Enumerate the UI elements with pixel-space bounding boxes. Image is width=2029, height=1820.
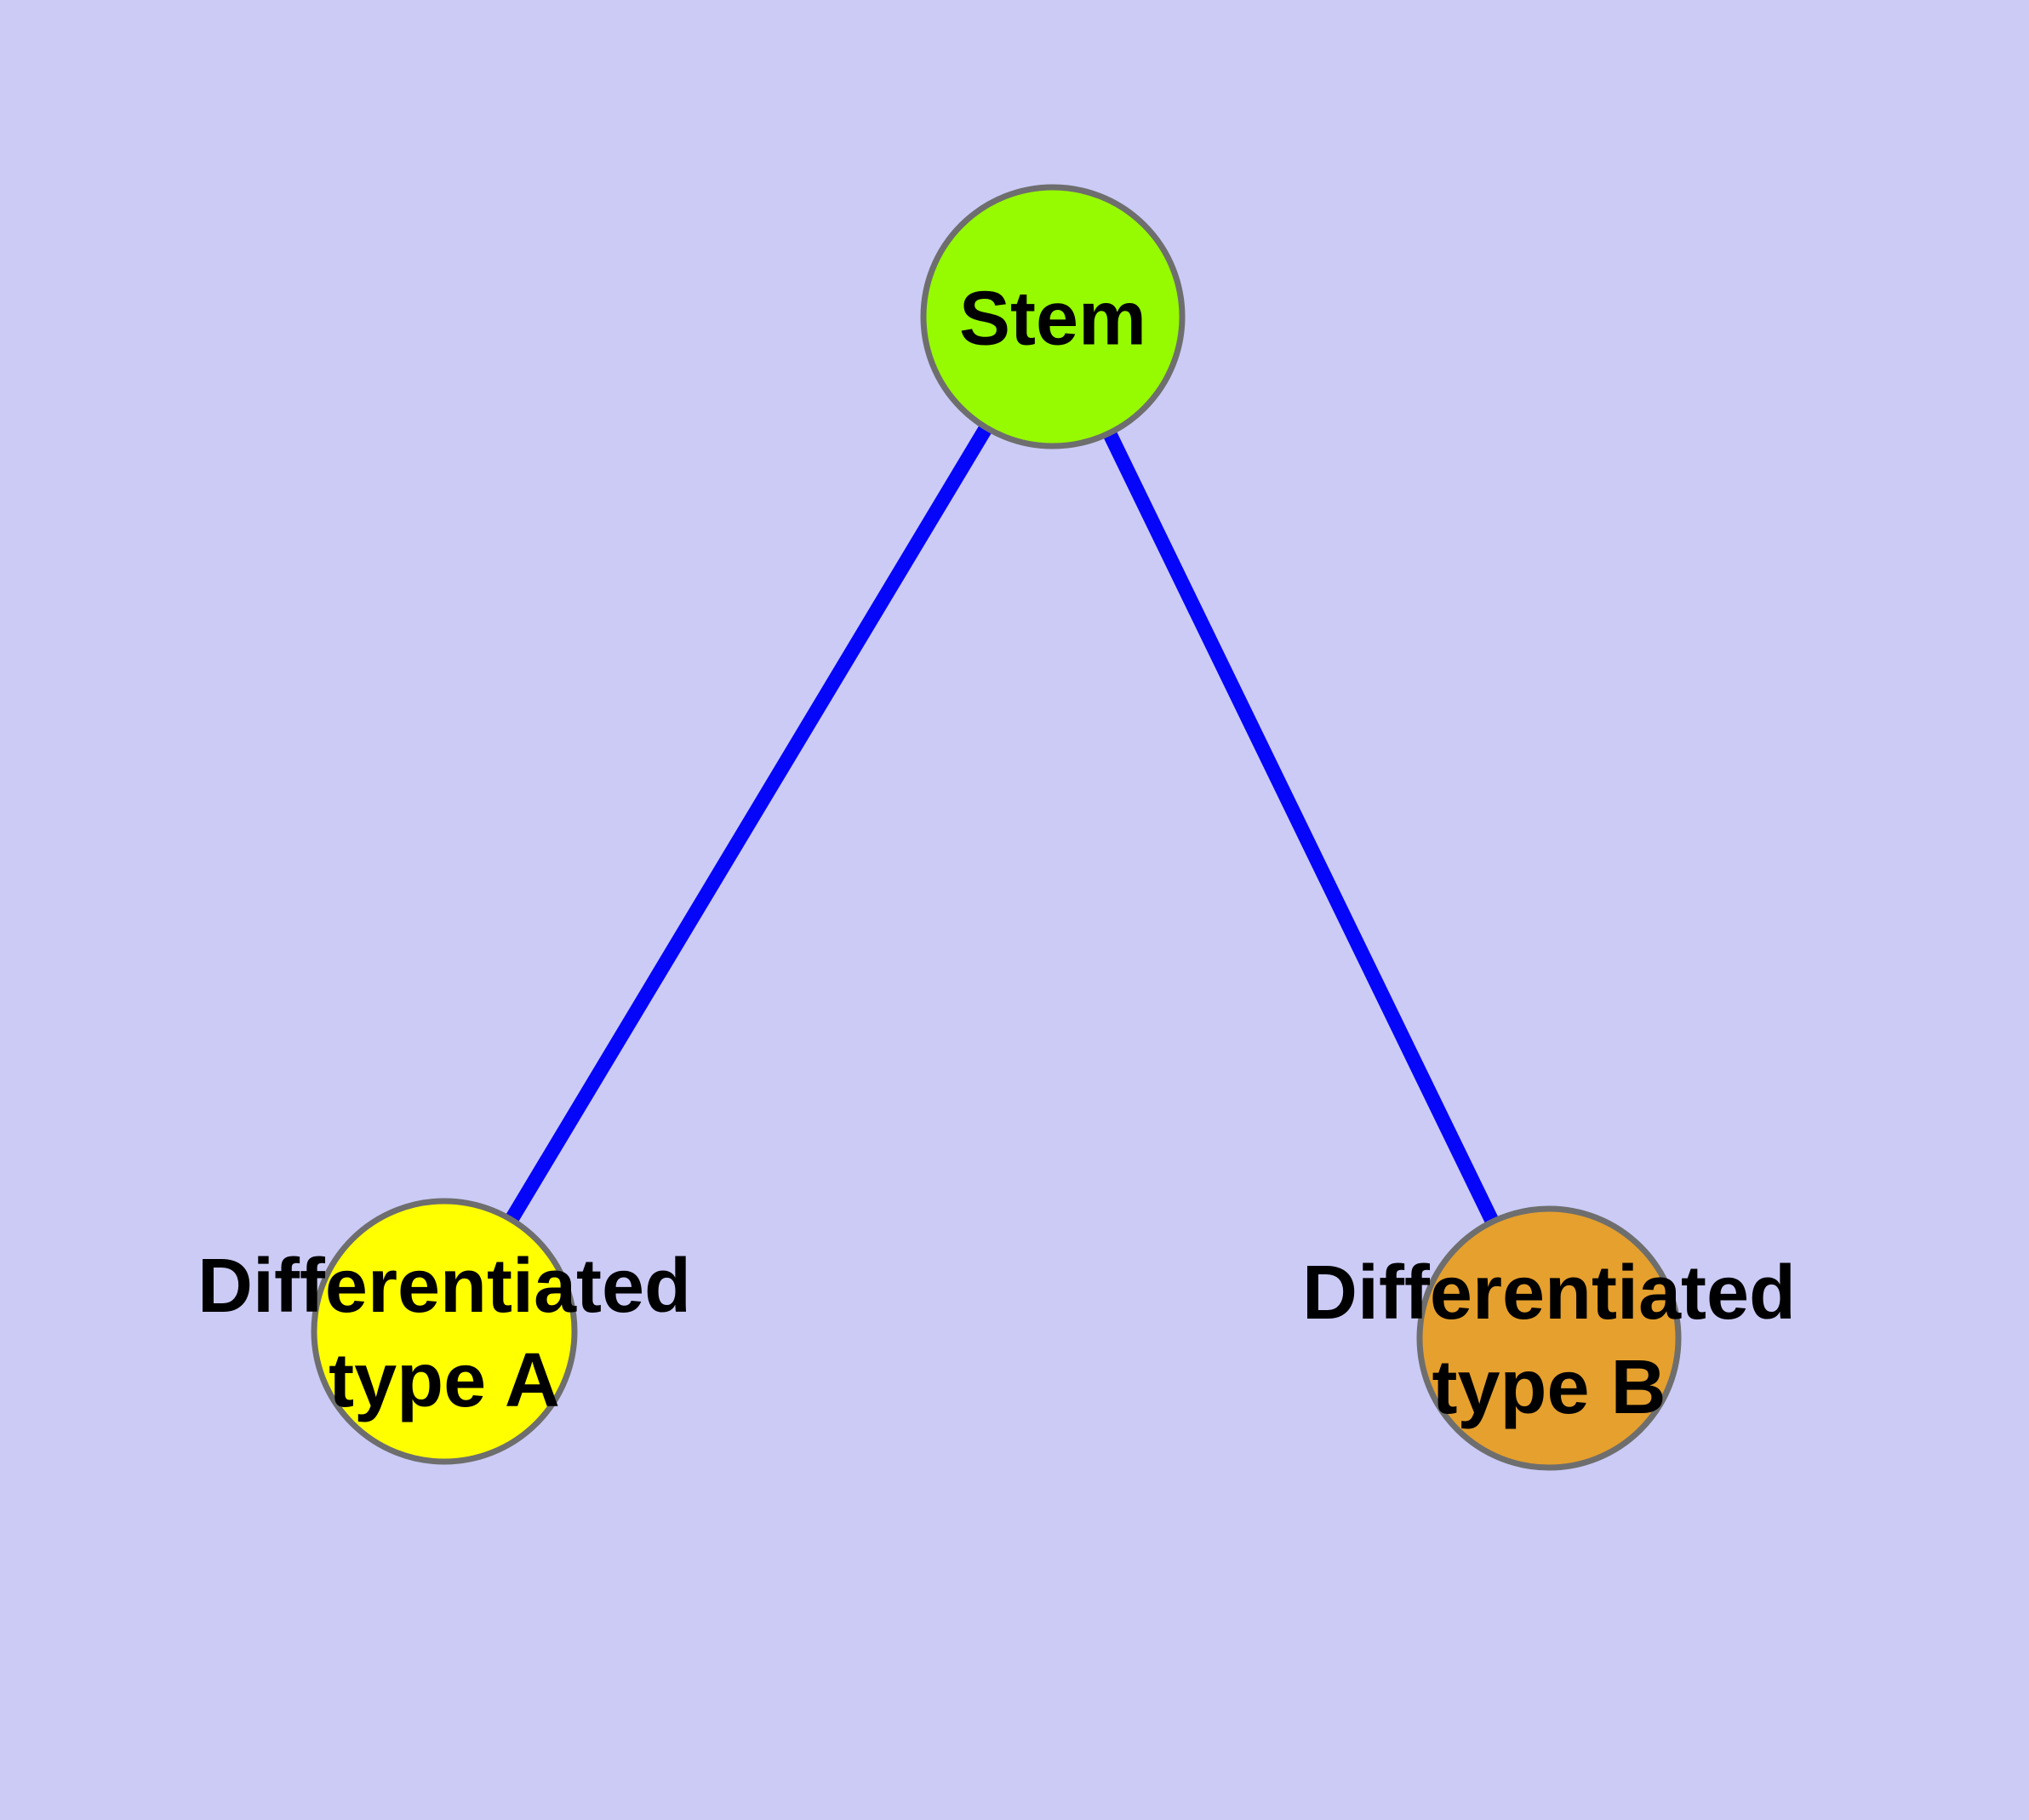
- nodes-layer: [311, 184, 1682, 1471]
- node-stem-label: Stem: [959, 277, 1146, 362]
- node-differentiated-type-b-label: Differentiated type B: [1302, 1251, 1796, 1430]
- node-stem-circle: [920, 184, 1186, 449]
- label-line: type B: [1432, 1345, 1666, 1430]
- edge-stem-to-differentiated-type-a: [437, 312, 1060, 1336]
- edge-stem-to-differentiated-type-b: [1046, 313, 1556, 1342]
- node-differentiated-type-b-circle: [1416, 1205, 1682, 1471]
- node-differentiated-type-a-label: Differentiated type A: [197, 1244, 691, 1423]
- label-line: Differentiated: [197, 1244, 691, 1329]
- label-line: type A: [329, 1338, 560, 1423]
- label-line: Stem: [959, 277, 1146, 362]
- node-differentiated-type-a-circle: [311, 1198, 578, 1465]
- edges-layer: [437, 312, 1556, 1342]
- label-line: Differentiated: [1302, 1251, 1796, 1336]
